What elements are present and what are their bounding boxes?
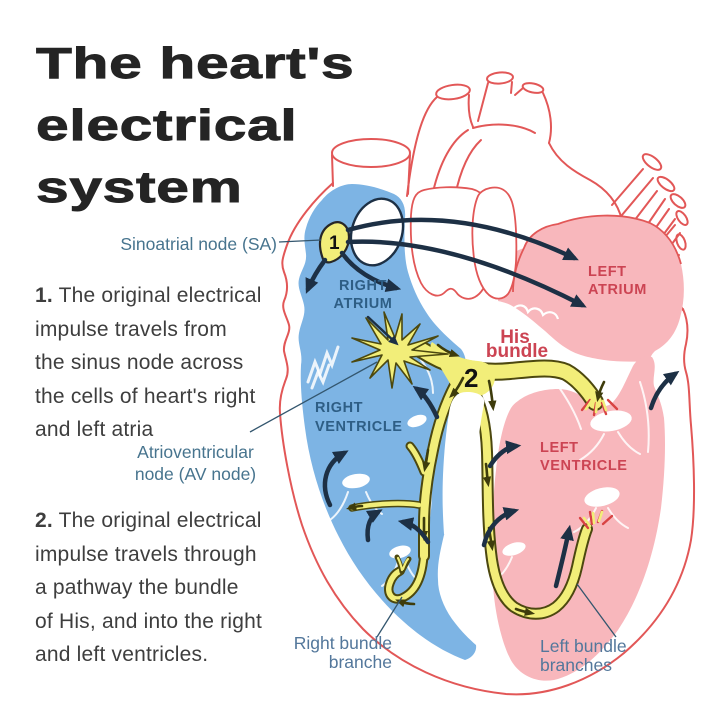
svg-text:bundle: bundle <box>486 341 548 362</box>
svg-text:VENTRICLE: VENTRICLE <box>315 419 403 435</box>
svg-text:LEFT: LEFT <box>540 440 579 456</box>
svg-text:ATRIUM: ATRIUM <box>334 296 393 312</box>
svg-text:His: His <box>500 327 530 348</box>
svg-text:2: 2 <box>464 363 478 393</box>
svg-text:1: 1 <box>329 233 340 254</box>
svg-text:RIGHT: RIGHT <box>339 278 387 294</box>
svg-text:RIGHT: RIGHT <box>315 400 363 416</box>
svg-text:ATRIUM: ATRIUM <box>588 282 647 298</box>
svg-text:VENTRICLE: VENTRICLE <box>540 458 628 474</box>
svg-text:LEFT: LEFT <box>588 264 627 280</box>
